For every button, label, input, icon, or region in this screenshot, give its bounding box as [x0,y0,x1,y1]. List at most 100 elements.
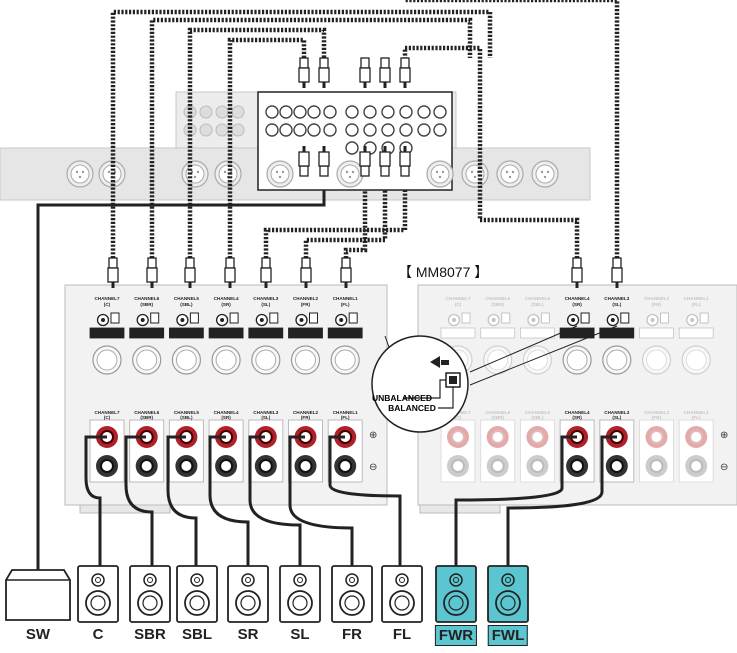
terminal-sub-label: (FR) [301,415,311,420]
balance-switch-label [89,327,125,339]
terminal-channel-label: CHANNEL4 [565,410,590,415]
terminal-channel-label: CHANNEL7 [94,410,119,415]
rca-cables [110,0,620,262]
terminal-sub-label: (SR) [572,415,582,420]
balance-switch-label [520,327,555,339]
channel-sub-label: (FR) [301,302,311,307]
speaker-label-fl: FL [392,626,412,643]
channel-sub-label: (SBR) [140,302,153,307]
speaker [381,565,423,623]
channel-sub-label: (FL) [692,302,701,307]
balance-switch-label [208,327,244,339]
speaker [435,565,477,623]
channel-sub-label: (SR) [572,302,582,307]
channel-sub-label: (C) [104,302,111,307]
speaker-label-sl: SL [290,626,310,643]
terminal-sub-label: (FL) [341,415,350,420]
xlr-input-jack [681,345,711,375]
speaker [227,565,269,623]
xlr-input-jack [641,345,672,375]
xlr-input-jack [290,345,321,375]
balance-switch-label [639,327,674,339]
balance-switch-label [678,327,714,339]
xlr-input-jack [211,345,241,375]
terminal-sub-label: (C) [455,415,462,420]
channel-name-label: CHANNEL6 [134,296,159,301]
channel-name-label: CHANNEL4 [565,296,590,301]
svg-text:⊖: ⊖ [720,462,728,473]
amp-input-plugs [107,257,623,289]
speaker-label-sr: SR [237,626,259,643]
balance-switch-label [599,327,635,339]
xlr-input-jack [562,345,592,375]
balance-switch-label [248,327,284,339]
speaker [77,565,119,623]
channel-sub-label: (SBL) [531,302,544,307]
xlr-input-jack [171,345,201,375]
balance-switch-label [129,327,165,339]
xlr-input-jack [330,345,360,375]
terminal-channel-label: CHANNEL5 [174,410,199,415]
xlr-input-jack [92,345,122,375]
terminal-sub-label: (SL) [612,415,621,420]
channel-name-label: CHANNEL5 [525,296,550,301]
channel-sub-label: (SL) [261,302,270,307]
channel-sub-label: (SBL) [180,302,193,307]
channel-name-label: CHANNEL3 [253,296,278,301]
balance-switch-label [440,327,476,339]
terminal-channel-label: CHANNEL2 [644,410,669,415]
channel-name-label: CHANNEL1 [333,296,358,301]
terminal-sub-label: (SL) [261,415,270,420]
callout-unbalanced-label: UNBALANCED [372,393,432,403]
channel-name-label: CHANNEL3 [604,296,629,301]
terminal-sub-label: (SBL) [531,415,544,420]
terminal-sub-label: (SBR) [140,415,153,420]
speaker-cables [84,435,617,570]
balance-switch-label [327,327,363,339]
subwoofer [5,569,71,621]
speaker [331,565,373,623]
channel-sub-label: (FL) [341,302,350,307]
svg-text:⊕: ⊕ [720,430,728,441]
channel-sub-label: (SR) [221,302,231,307]
terminal-sub-label: (C) [104,415,111,420]
xlr-input-jack [602,345,632,375]
channel-sub-label: (C) [455,302,462,307]
svg-text:⊖: ⊖ [369,462,377,473]
balance-switch-label [168,327,204,339]
speaker [487,565,529,623]
terminal-channel-label: CHANNEL2 [293,410,318,415]
channel-sub-label: (SL) [612,302,621,307]
speaker [279,565,321,623]
speakers [5,565,529,623]
terminal-sub-label: (SBL) [180,415,193,420]
subwoofer-cable [36,190,326,570]
channel-name-label: CHANNEL2 [293,296,318,301]
speaker-label-fwr: FWR [434,625,478,646]
speaker-label-sbr: SBR [134,626,166,643]
speaker [129,565,171,623]
preamp-unit [0,57,591,201]
callout-balanced-label: BALANCED [388,403,436,413]
terminal-channel-label: CHANNEL3 [253,410,278,415]
speaker-label-c: C [92,626,104,643]
channel-name-label: CHANNEL5 [174,296,199,301]
svg-text:⊕: ⊕ [369,430,377,441]
channel-name-label: CHANNEL4 [214,296,239,301]
xlr-input-jack [251,345,281,375]
channel-sub-label: (SBR) [491,302,504,307]
terminal-channel-label: CHANNEL5 [525,410,550,415]
xlr-input-jack [132,345,162,375]
main-power-amp: CHANNEL7(C)CHANNEL6(SBR)CHANNEL5(SBL)CHA… [64,284,388,514]
speaker-label-fr: FR [342,626,362,643]
terminal-channel-label: CHANNEL6 [485,410,510,415]
channel-name-label: CHANNEL2 [644,296,669,301]
terminal-sub-label: (SBR) [491,415,504,420]
terminal-channel-label: CHANNEL6 [134,410,159,415]
speaker-label-fwl: FWL [487,625,529,646]
balance-switch-label [288,327,323,339]
xlr-input-jack [522,345,553,375]
channel-name-label: CHANNEL7 [445,296,470,301]
second-amp-model-label: 【 MM8077 】 [398,264,489,280]
